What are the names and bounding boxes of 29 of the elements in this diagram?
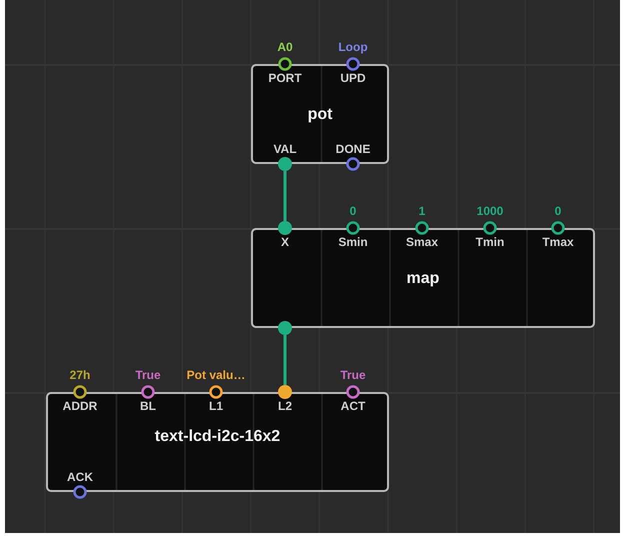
pin-value: 1	[418, 204, 426, 218]
pin-label: VAL	[273, 142, 297, 157]
node-title: map	[406, 270, 440, 288]
pin-value: True	[339, 368, 367, 382]
pin-value: A0	[276, 40, 294, 54]
pin-label: ACT	[340, 399, 366, 414]
pin-label: ACK	[67, 470, 93, 485]
pin-value: 27h	[68, 368, 92, 382]
pin-value: Loop	[337, 40, 369, 54]
pin-value: Pot valu…	[186, 368, 246, 382]
node-title: text-lcd-i2c-16x2	[154, 428, 280, 446]
pin-label: L1	[208, 399, 223, 414]
pin-label: Smax	[406, 235, 438, 250]
pin-label: Tmin	[476, 235, 504, 250]
pin-label: BL	[140, 399, 156, 414]
pin-label: DONE	[336, 142, 370, 157]
pin-label: Tmax	[542, 235, 574, 250]
pin-value: 0	[348, 204, 358, 218]
link-wire	[284, 171, 286, 221]
pin-label: L2	[278, 399, 292, 414]
pin-label: UPD	[340, 71, 366, 86]
pin-value: 0	[554, 204, 562, 218]
pin-label: ADDR	[62, 399, 98, 414]
pin-label: PORT	[268, 71, 302, 86]
pin-label: Smin	[338, 235, 368, 250]
pin-value: 1000	[476, 204, 504, 218]
pin-label: X	[280, 235, 289, 250]
node-title: pot	[308, 106, 332, 124]
link-wire	[284, 335, 286, 385]
